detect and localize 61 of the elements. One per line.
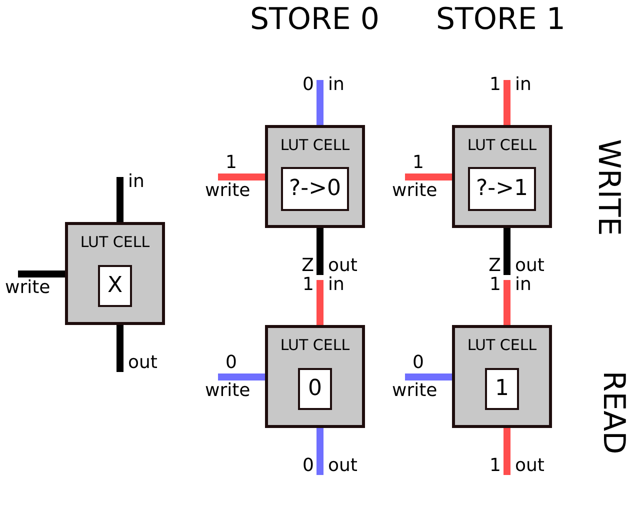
state-box: ?->1 bbox=[468, 166, 536, 210]
pin-name: out bbox=[128, 353, 158, 373]
signal-wire bbox=[218, 174, 265, 180]
row-heading: WRITE bbox=[590, 139, 626, 236]
lut-cell bbox=[265, 325, 365, 428]
pin-name: write bbox=[205, 181, 250, 201]
signal-wire bbox=[18, 270, 65, 278]
signal-value: 1 bbox=[412, 153, 424, 173]
signal-wire bbox=[316, 428, 324, 475]
pin-name: out bbox=[515, 456, 544, 476]
pin-name: out bbox=[328, 456, 358, 476]
lut-cell bbox=[265, 125, 365, 228]
pin-name: write bbox=[392, 381, 438, 401]
signal-value: 0 bbox=[412, 353, 424, 373]
signal-value: 1 bbox=[302, 275, 314, 295]
signal-value: 0 bbox=[302, 75, 314, 95]
pin-name: in bbox=[328, 75, 344, 95]
signal-value: 1 bbox=[490, 275, 501, 295]
cell-title: LUT CELL bbox=[279, 136, 351, 154]
cell-title: LUT CELL bbox=[79, 233, 151, 251]
signal-value: 1 bbox=[490, 456, 501, 476]
signal-value: Z bbox=[302, 256, 314, 276]
pin-name: write bbox=[205, 381, 250, 401]
signal-wire bbox=[316, 80, 324, 125]
cell-title: LUT CELL bbox=[466, 336, 538, 354]
signal-wire bbox=[504, 428, 510, 475]
pin-name: in bbox=[515, 275, 532, 295]
pin-name: in bbox=[515, 75, 532, 95]
pin-name: write bbox=[392, 181, 438, 201]
state-box: 1 bbox=[485, 368, 519, 410]
column-heading: STORE 1 bbox=[436, 2, 566, 37]
pin-name: out bbox=[328, 256, 358, 276]
cell-title: LUT CELL bbox=[466, 136, 538, 154]
signal-value: 1 bbox=[226, 153, 237, 173]
lut-cell bbox=[65, 222, 165, 325]
signal-value: Z bbox=[488, 256, 501, 276]
signal-wire bbox=[504, 228, 510, 275]
state-box: ?->0 bbox=[281, 166, 349, 210]
pin-name: out bbox=[515, 256, 544, 276]
row-heading: READ bbox=[596, 370, 632, 454]
signal-value: 0 bbox=[302, 456, 314, 476]
signal-wire bbox=[405, 374, 452, 380]
signal-wire bbox=[504, 280, 510, 325]
state-box: X bbox=[98, 264, 132, 306]
signal-wire bbox=[116, 325, 124, 372]
signal-value: 0 bbox=[226, 353, 237, 373]
column-heading: STORE 0 bbox=[250, 2, 380, 37]
pin-name: in bbox=[328, 275, 344, 295]
lut-cell bbox=[452, 325, 552, 428]
signal-wire bbox=[504, 80, 510, 125]
signal-wire bbox=[316, 228, 324, 275]
lut-cell bbox=[452, 125, 552, 228]
signal-wire bbox=[316, 280, 324, 325]
cell-title: LUT CELL bbox=[279, 336, 351, 354]
signal-wire bbox=[116, 177, 124, 222]
signal-wire bbox=[405, 174, 452, 180]
signal-wire bbox=[218, 374, 265, 380]
state-box: 0 bbox=[298, 368, 332, 410]
pin-name: write bbox=[5, 278, 50, 298]
pin-name: in bbox=[128, 172, 144, 192]
signal-value: 1 bbox=[490, 75, 501, 95]
